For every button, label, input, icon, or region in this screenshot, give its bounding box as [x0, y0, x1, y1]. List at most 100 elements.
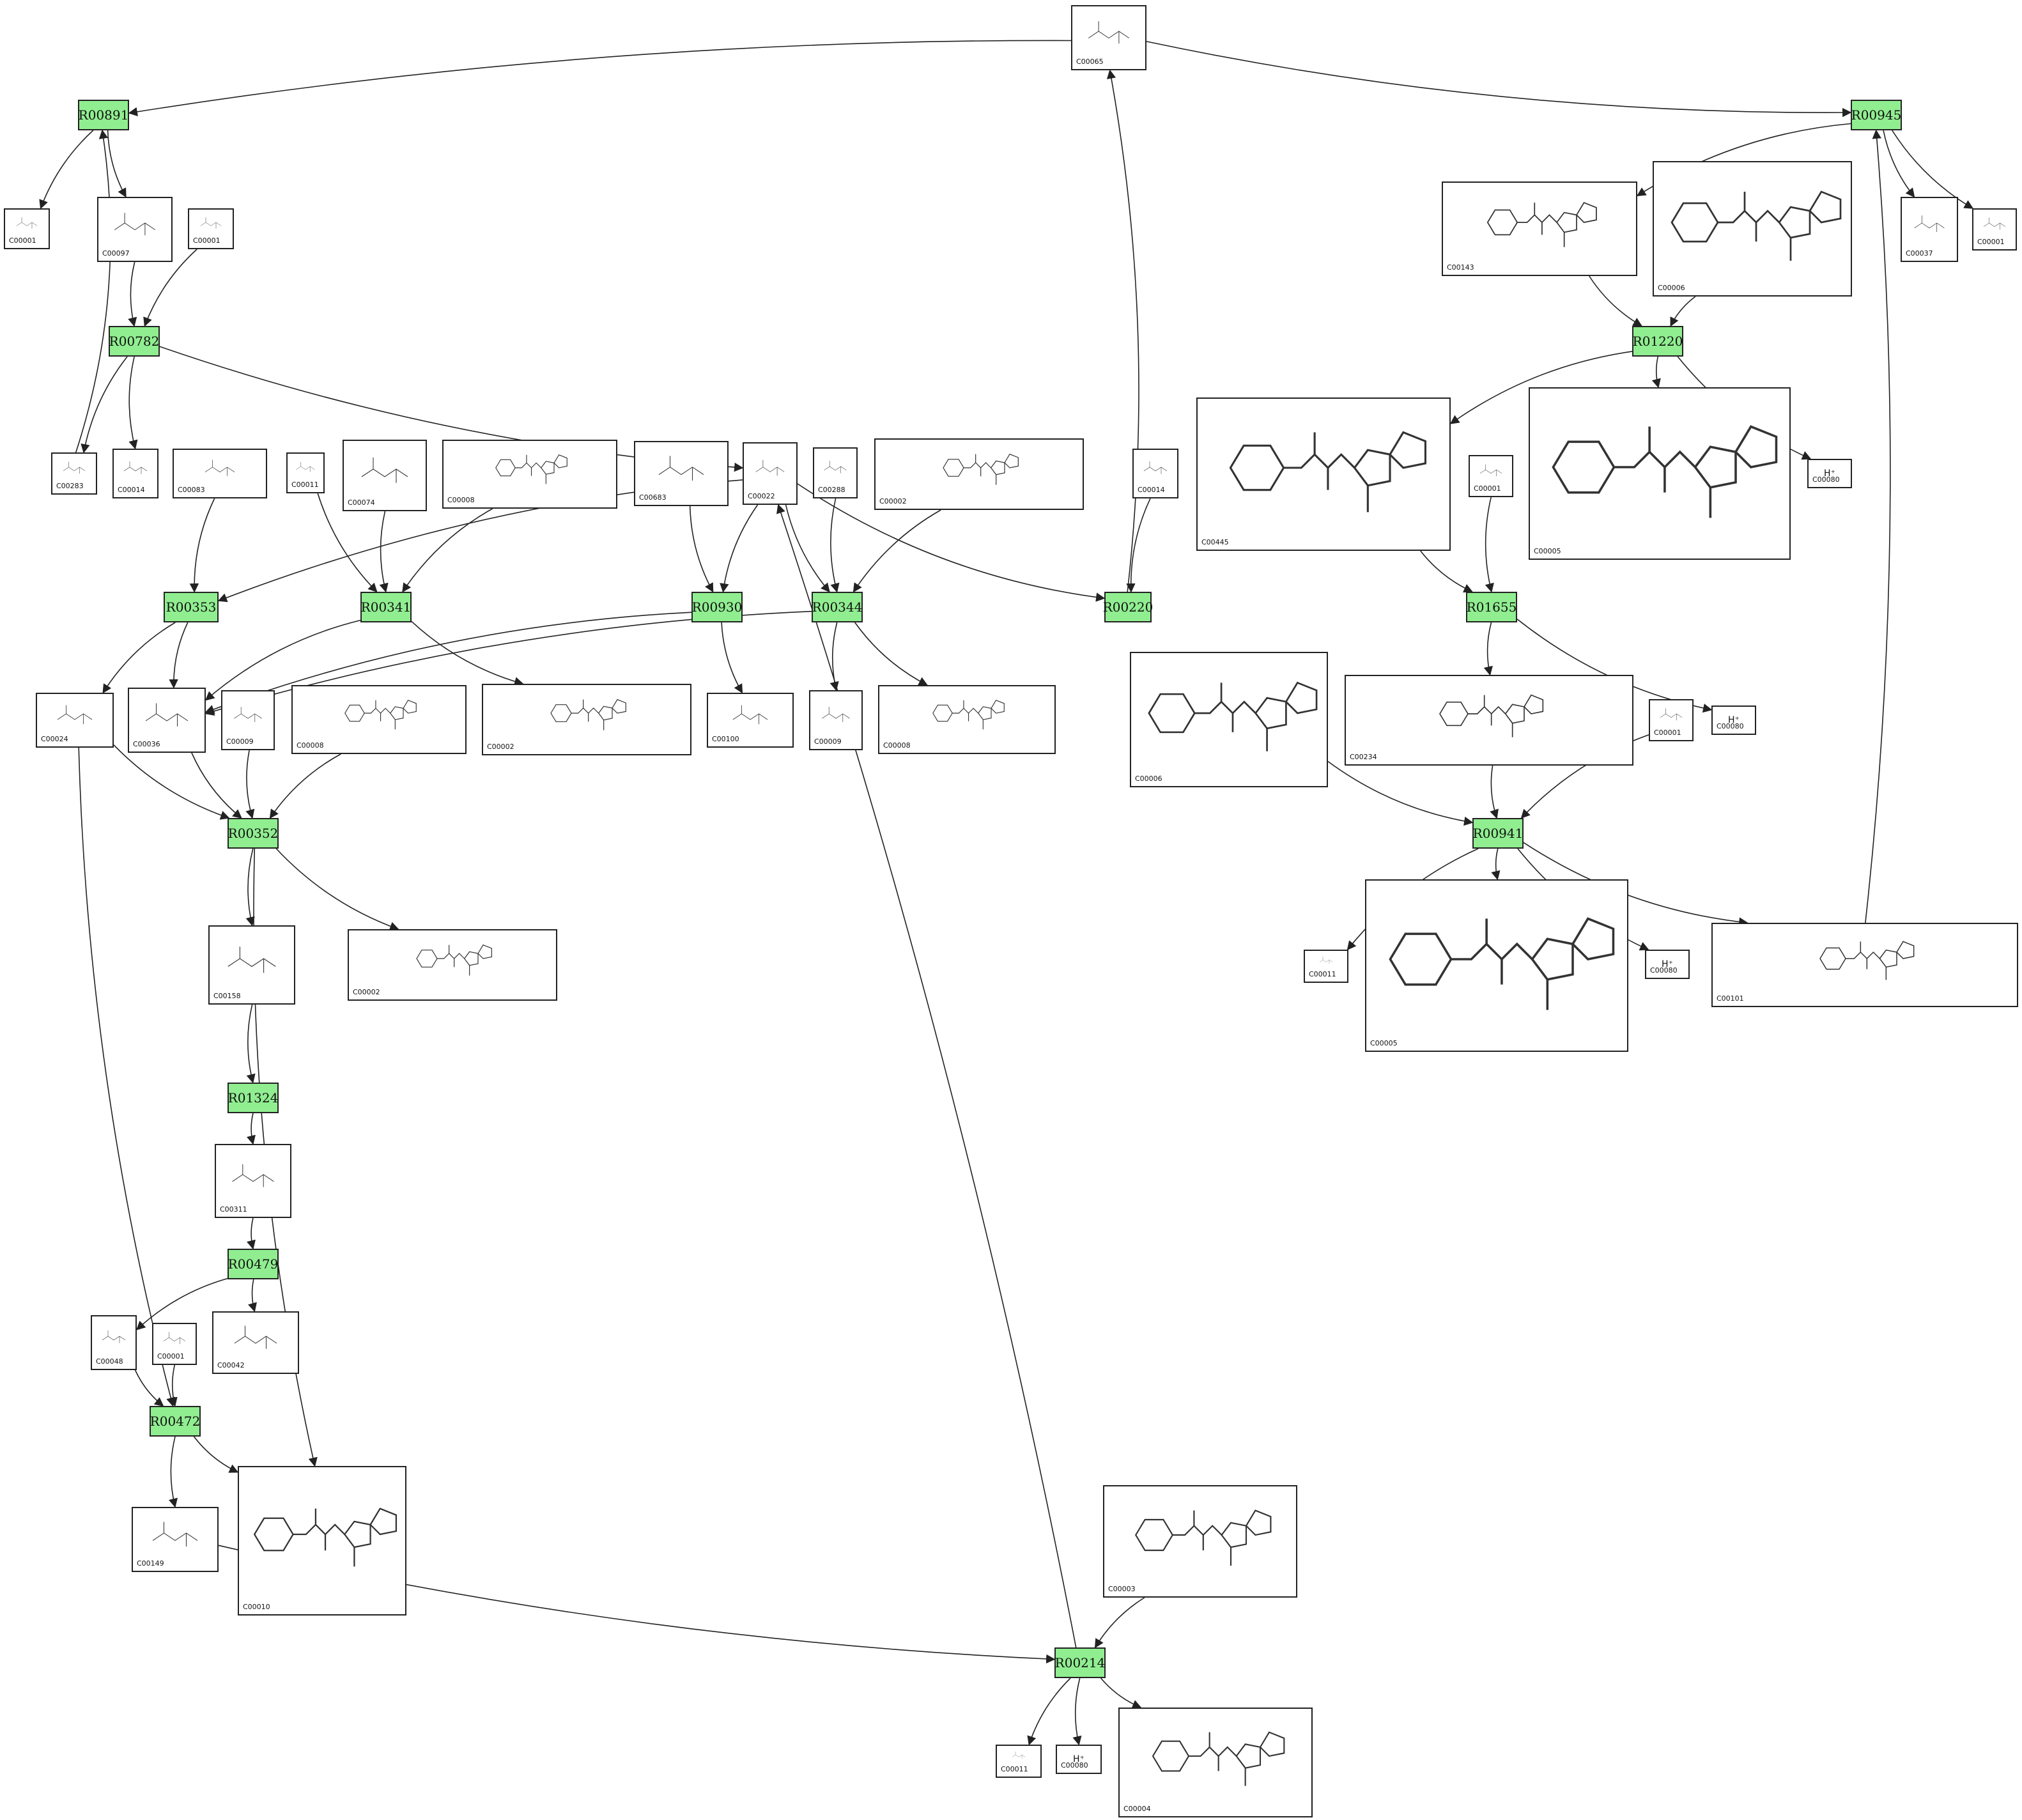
- reaction-r00344[interactable]: R00344: [812, 592, 863, 622]
- edge-arrow: [379, 511, 389, 593]
- compound-c00001[interactable]: C00001: [188, 208, 234, 249]
- structure-icon: [1136, 452, 1175, 482]
- structure-icon: [132, 691, 202, 736]
- compound-c00143[interactable]: C00143: [1442, 181, 1637, 276]
- compound-c00083[interactable]: C00083: [173, 449, 267, 498]
- proton-icon: H⁺: [1728, 714, 1740, 725]
- compound-c00683[interactable]: C00683: [634, 441, 729, 506]
- reaction-r00945[interactable]: R00945: [1851, 100, 1902, 130]
- reaction-r00220[interactable]: R00220: [1103, 592, 1153, 622]
- compound-c00311[interactable]: C00311: [215, 1144, 291, 1218]
- compound-c00001[interactable]: C00001: [1972, 208, 2017, 251]
- compound-c00022[interactable]: C00022: [743, 442, 798, 505]
- structure-icon: [1446, 185, 1633, 259]
- compound-label: C00014: [1138, 486, 1165, 494]
- edge-arrow: [785, 504, 830, 593]
- reaction-r01655[interactable]: R01655: [1466, 592, 1517, 622]
- compound-label: C00283: [56, 482, 84, 490]
- compound-c00001[interactable]: C00001: [4, 208, 50, 249]
- reaction-r00891[interactable]: R00891: [78, 100, 129, 130]
- compound-c00014[interactable]: C00014: [1132, 449, 1178, 498]
- edge-arrow: [135, 1277, 228, 1330]
- edge-arrow: [168, 1364, 178, 1407]
- reaction-r00479[interactable]: R00479: [228, 1249, 279, 1279]
- structure-icon: [1200, 401, 1447, 534]
- compound-c00080[interactable]: H⁺C00080: [1807, 459, 1852, 488]
- compound-c00005[interactable]: C00005: [1529, 387, 1791, 560]
- reaction-r01324[interactable]: R01324: [228, 1083, 279, 1113]
- compound-c00011[interactable]: C00011: [996, 1745, 1042, 1778]
- compound-c00080[interactable]: H⁺C00080: [1645, 950, 1690, 979]
- compound-c00011[interactable]: C00011: [286, 452, 325, 493]
- structure-icon: [817, 451, 854, 482]
- reaction-r00941[interactable]: R00941: [1472, 818, 1524, 849]
- compound-c00048[interactable]: C00048: [91, 1315, 137, 1370]
- reaction-r00341[interactable]: R00341: [360, 592, 412, 622]
- edge-arrow: [1865, 129, 1891, 923]
- compound-c00080[interactable]: H⁺C00080: [1056, 1745, 1102, 1774]
- compound-c00008[interactable]: C00008: [878, 685, 1056, 754]
- compound-c00005[interactable]: C00005: [1365, 879, 1628, 1052]
- structure-icon: [219, 1148, 288, 1201]
- compound-c00283[interactable]: C00283: [51, 452, 97, 495]
- compound-c00097[interactable]: C00097: [97, 197, 173, 262]
- compound-c00001[interactable]: C00001: [1469, 455, 1513, 497]
- reaction-r00352[interactable]: R00352: [228, 818, 279, 849]
- compound-c00101[interactable]: C00101: [1711, 923, 2018, 1007]
- reaction-r00353[interactable]: R00353: [164, 592, 219, 622]
- reaction-r00782[interactable]: R00782: [109, 326, 160, 357]
- edge-arrow: [720, 504, 759, 593]
- compound-label: C00004: [1123, 1805, 1151, 1813]
- compound-c00011[interactable]: C00011: [1304, 950, 1348, 983]
- compound-c00004[interactable]: C00004: [1118, 1708, 1313, 1817]
- reaction-r01220[interactable]: R01220: [1632, 326, 1683, 357]
- compound-c00074[interactable]: C00074: [343, 440, 427, 511]
- edge-arrow: [269, 753, 341, 819]
- compound-label: C00001: [9, 236, 36, 245]
- compound-c00009[interactable]: C00009: [809, 690, 863, 750]
- compound-c00042[interactable]: C00042: [212, 1311, 299, 1374]
- edge-arrow: [246, 1004, 256, 1084]
- compound-c00234[interactable]: C00234: [1345, 675, 1633, 766]
- compound-label: C00083: [178, 486, 205, 494]
- compound-label: C00001: [1977, 238, 2005, 246]
- reaction-r00214[interactable]: R00214: [1054, 1647, 1106, 1678]
- compound-c00002[interactable]: C00002: [348, 929, 557, 1001]
- compound-c00080[interactable]: H⁺C00080: [1711, 706, 1756, 735]
- edge-arrow: [205, 612, 692, 714]
- compound-c00003[interactable]: C00003: [1103, 1485, 1297, 1598]
- compound-label: C00006: [1658, 284, 1685, 292]
- compound-c00445[interactable]: C00445: [1196, 397, 1451, 551]
- compound-c00002[interactable]: C00002: [874, 438, 1084, 510]
- reaction-r00472[interactable]: R00472: [150, 1406, 201, 1437]
- edge-arrow: [1883, 130, 1915, 198]
- edge-arrow: [128, 40, 1072, 116]
- structure-icon: [1976, 212, 2013, 234]
- compound-c00008[interactable]: C00008: [291, 685, 467, 754]
- compound-c00001[interactable]: C00001: [152, 1323, 197, 1365]
- compound-label: C00311: [220, 1205, 247, 1214]
- compound-c00010[interactable]: C00010: [238, 1466, 406, 1616]
- edge-arrow: [246, 1113, 256, 1145]
- compound-c00100[interactable]: C00100: [707, 693, 794, 748]
- compound-c00002[interactable]: C00002: [482, 684, 691, 755]
- compound-c00006[interactable]: C00006: [1653, 161, 1852, 297]
- compound-c00037[interactable]: C00037: [1901, 197, 1958, 262]
- compound-label: C00008: [447, 496, 475, 504]
- compound-c00009[interactable]: C00009: [221, 690, 275, 750]
- compound-c00036[interactable]: C00036: [128, 688, 206, 753]
- compound-c00008[interactable]: C00008: [442, 440, 617, 509]
- compound-c00065[interactable]: C00065: [1071, 5, 1146, 70]
- compound-label: C00011: [291, 481, 319, 489]
- structure-icon: [1107, 1489, 1293, 1581]
- compound-c00006[interactable]: C00006: [1130, 652, 1328, 787]
- compound-c00014[interactable]: C00014: [112, 449, 158, 498]
- compound-label: C00005: [1370, 1039, 1398, 1047]
- compound-c00024[interactable]: C00024: [36, 693, 114, 748]
- compound-label: C00101: [1717, 994, 1744, 1003]
- reaction-r00930[interactable]: R00930: [691, 592, 743, 622]
- compound-c00158[interactable]: C00158: [208, 925, 295, 1005]
- compound-c00149[interactable]: C00149: [132, 1507, 219, 1572]
- compound-c00001[interactable]: C00001: [1649, 699, 1694, 741]
- compound-c00288[interactable]: C00288: [813, 447, 858, 498]
